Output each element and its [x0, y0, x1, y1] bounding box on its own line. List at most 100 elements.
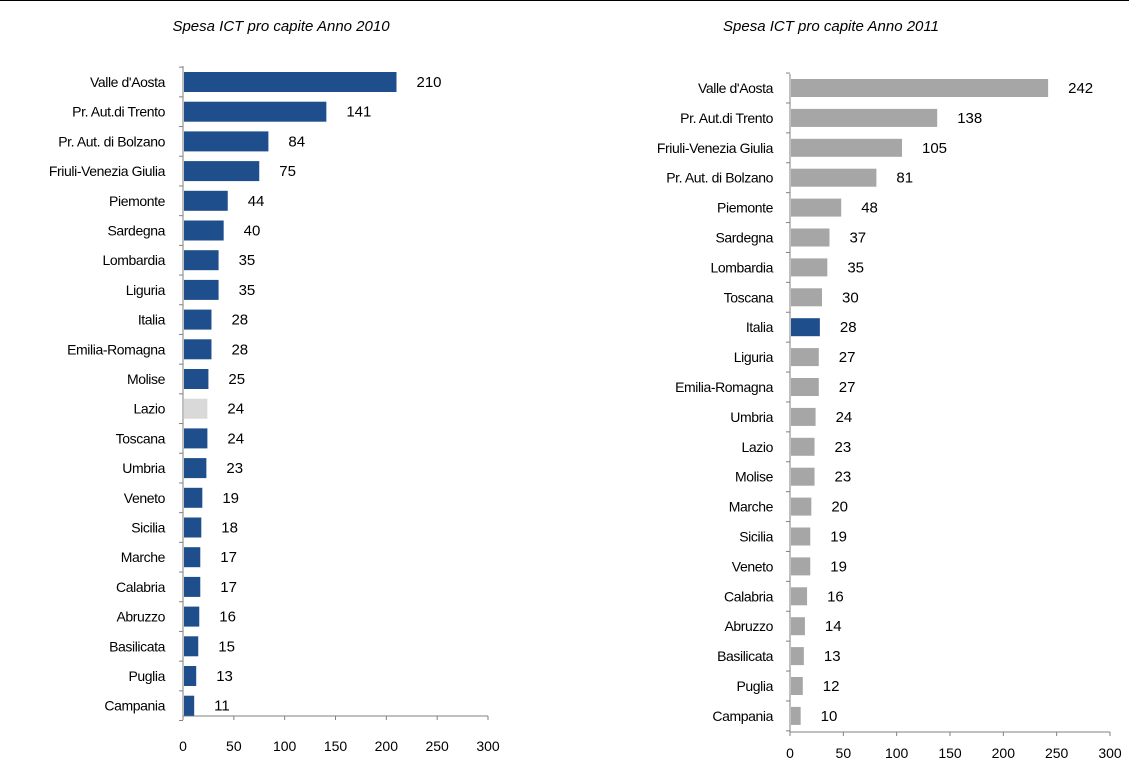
- bar-liguria: [184, 279, 219, 300]
- bar-italia: [791, 318, 820, 337]
- category-label-puglia: Puglia: [128, 668, 165, 684]
- category-label-sardegna: Sardegna: [107, 223, 165, 239]
- bar-campania: [791, 706, 801, 725]
- bar-marche: [184, 547, 201, 568]
- value-label-campania: 10: [821, 708, 838, 725]
- value-label-pr-aut-di-bolzano: 84: [288, 133, 305, 150]
- value-label-lazio: 24: [227, 401, 244, 418]
- bar-italia: [184, 309, 212, 330]
- category-label-piemonte: Piemonte: [717, 200, 774, 216]
- category-label-pr-aut-di-trento: Pr. Aut.di Trento: [72, 104, 165, 120]
- category-label-valle-d-aosta: Valle d'Aosta: [90, 74, 166, 90]
- category-label-pr-aut-di-trento: Pr. Aut.di Trento: [680, 110, 773, 126]
- x-tick-label: 0: [786, 745, 794, 761]
- category-label-pr-aut-di-bolzano: Pr. Aut. di Bolzano: [58, 133, 165, 149]
- value-label-veneto: 19: [830, 558, 847, 575]
- value-label-toscana: 24: [227, 430, 244, 447]
- bar-umbria: [184, 458, 207, 479]
- chart-2010: Spesa ICT pro capite Anno 2010 0 50 100 150 2…: [49, 18, 500, 754]
- value-label-friuli-venezia-giulia: 75: [279, 163, 296, 180]
- value-label-marche: 20: [831, 499, 848, 516]
- bar-piemonte: [791, 198, 842, 217]
- bar-veneto: [184, 487, 203, 508]
- category-label-friuli-venezia-giulia: Friuli-Venezia Giulia: [49, 163, 166, 179]
- category-label-toscana: Toscana: [116, 430, 166, 446]
- category-label-marche: Marche: [729, 499, 774, 515]
- bar-marche: [791, 497, 812, 516]
- x-tick-label: 100: [273, 738, 297, 754]
- bar-toscana: [791, 288, 822, 307]
- value-label-italia: 28: [840, 319, 857, 336]
- bar-puglia: [184, 666, 197, 686]
- category-label-emilia-romagna: Emilia-Romagna: [67, 341, 165, 357]
- category-label-basilicata: Basilicata: [717, 648, 774, 664]
- value-label-calabria: 17: [220, 579, 237, 596]
- bar-sicilia: [791, 527, 811, 546]
- category-label-italia: Italia: [746, 319, 774, 335]
- category-label-basilicata: Basilicata: [109, 638, 166, 654]
- value-label-molise: 23: [835, 469, 852, 486]
- category-label-liguria: Liguria: [126, 282, 166, 298]
- bar-pr-aut-di-bolzano: [791, 168, 877, 187]
- x-tick-label: 200: [375, 738, 399, 754]
- category-label-sicilia: Sicilia: [131, 520, 165, 536]
- category-label-lazio: Lazio: [134, 401, 166, 417]
- bar-emilia-romagna: [791, 378, 819, 396]
- value-label-abruzzo: 16: [219, 609, 236, 626]
- bar-umbria: [791, 407, 816, 426]
- value-label-pr-aut-di-trento: 141: [346, 104, 371, 121]
- bar-lazio: [791, 437, 815, 456]
- category-label-calabria: Calabria: [724, 588, 774, 604]
- x-tick-label: 150: [938, 745, 962, 761]
- value-label-marche: 17: [220, 549, 237, 566]
- value-label-basilicata: 13: [824, 648, 841, 665]
- value-label-campania: 11: [214, 698, 230, 715]
- x-tick-label: 300: [476, 738, 500, 754]
- value-label-lazio: 23: [835, 439, 852, 456]
- category-label-lombardia: Lombardia: [710, 259, 773, 275]
- x-tick-label: 250: [1045, 745, 1069, 761]
- value-label-sardegna: 40: [244, 223, 261, 240]
- bar-emilia-romagna: [184, 339, 212, 360]
- value-label-liguria: 27: [839, 349, 856, 366]
- x-tick-label: 100: [885, 745, 909, 761]
- value-label-umbria: 24: [836, 409, 853, 426]
- bar-pr-aut-di-trento: [791, 108, 938, 127]
- value-label-valle-d-aosta: 242: [1068, 80, 1093, 97]
- category-label-veneto: Veneto: [124, 490, 166, 506]
- x-tick-label: 50: [226, 738, 242, 754]
- bar-basilicata: [184, 636, 199, 657]
- category-label-calabria: Calabria: [116, 579, 166, 595]
- value-label-abruzzo: 14: [825, 618, 842, 635]
- value-label-piemonte: 48: [861, 200, 878, 217]
- x-tick-label: 200: [992, 745, 1016, 761]
- bar-toscana: [184, 428, 208, 449]
- category-label-lazio: Lazio: [742, 439, 774, 455]
- value-label-toscana: 30: [842, 289, 859, 306]
- category-label-abruzzo: Abruzzo: [116, 609, 165, 625]
- bar-sardegna: [184, 220, 224, 241]
- bar-veneto: [791, 557, 811, 576]
- value-label-emilia-romagna: 27: [839, 379, 856, 396]
- value-label-sardegna: 37: [849, 230, 866, 247]
- category-label-lombardia: Lombardia: [102, 252, 165, 268]
- bar-basilicata: [791, 647, 804, 666]
- value-label-pr-aut-di-trento: 138: [957, 110, 982, 127]
- category-label-pr-aut-di-bolzano: Pr. Aut. di Bolzano: [666, 170, 773, 186]
- value-label-pr-aut-di-bolzano: 81: [896, 170, 913, 187]
- category-label-veneto: Veneto: [732, 558, 774, 574]
- chart-title-2010: Spesa ICT pro capite Anno 2010: [172, 18, 390, 35]
- x-tick-label: 0: [179, 738, 187, 754]
- x-tick-label: 150: [324, 738, 348, 754]
- category-label-puglia: Puglia: [736, 678, 773, 694]
- bar-friuli-venezia-giulia: [791, 138, 902, 157]
- bar-abruzzo: [184, 606, 200, 627]
- x-tick-label: 300: [1098, 745, 1122, 761]
- category-label-sicilia: Sicilia: [739, 529, 773, 545]
- top-border-line: [0, 0, 1129, 1]
- category-label-friuli-venezia-giulia: Friuli-Venezia Giulia: [657, 140, 774, 156]
- category-label-sardegna: Sardegna: [715, 230, 773, 246]
- category-label-abruzzo: Abruzzo: [724, 618, 773, 634]
- value-label-puglia: 12: [823, 678, 840, 695]
